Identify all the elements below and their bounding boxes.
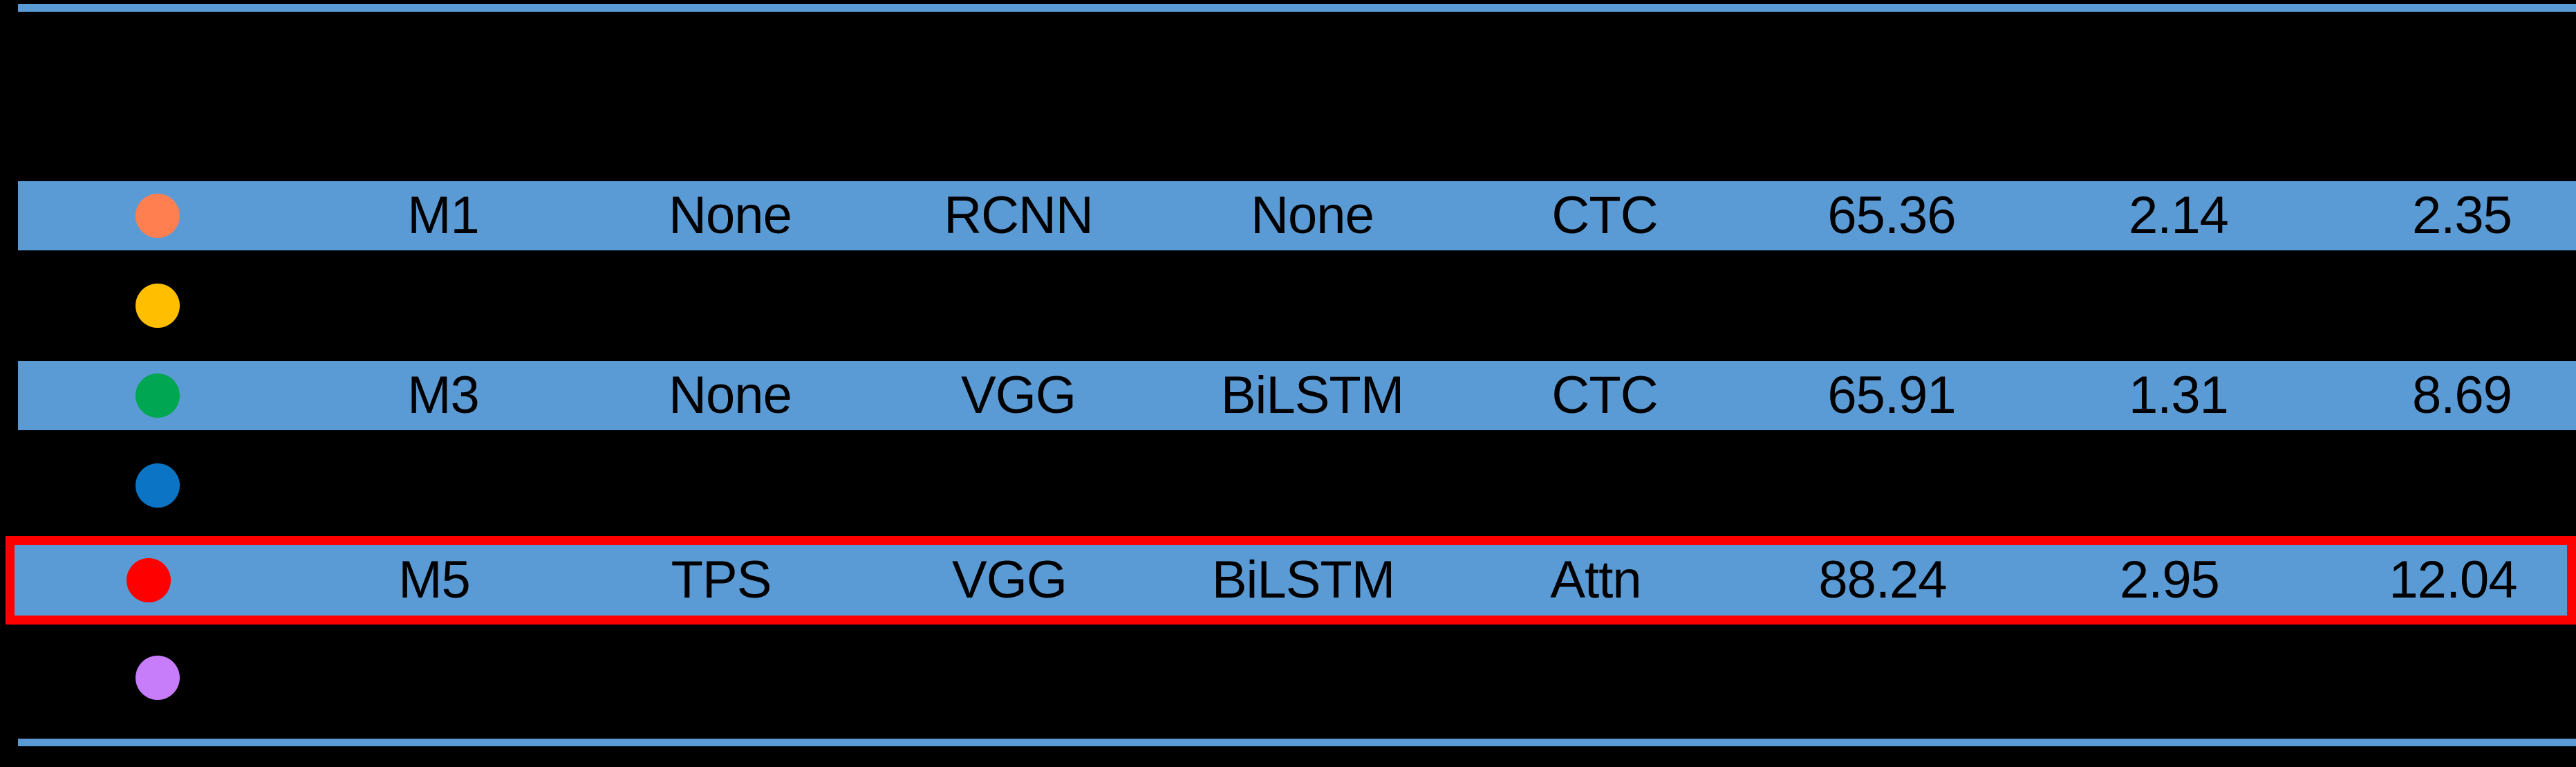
cell-params: 2.35 <box>2412 186 2512 245</box>
marker-yellow-icon <box>136 284 180 328</box>
cell-sequence: BiLSTM <box>1220 366 1404 425</box>
table-row[interactable]: M3 None VGG BiLSTM CTC 65.91 1.31 8.69 <box>18 361 2576 430</box>
table-row-highlighted[interactable]: M5 TPS VGG BiLSTM Attn 88.24 2.95 12.04 <box>6 536 2576 625</box>
table-row[interactable] <box>18 271 2576 340</box>
cell-time: 1.31 <box>2129 366 2229 425</box>
cell-prediction: Attn <box>1550 551 1641 609</box>
cell-params: 12.04 <box>2389 551 2517 609</box>
cell-sequence: BiLSTM <box>1211 551 1395 609</box>
marker-red-icon <box>127 558 171 602</box>
cell-accuracy: 65.36 <box>1827 186 1956 245</box>
top-divider-rule <box>18 4 2576 12</box>
marker-orange-icon <box>136 194 180 238</box>
cell-feature: VGG <box>961 366 1076 425</box>
table-row[interactable] <box>18 643 2576 712</box>
bottom-divider-rule <box>18 739 2576 746</box>
cell-time: 2.95 <box>2120 551 2220 609</box>
cell-accuracy: 88.24 <box>1818 551 1947 609</box>
cell-transformation: None <box>669 186 792 245</box>
marker-blue-icon <box>136 463 180 508</box>
cell-model: M3 <box>407 366 480 425</box>
cell-prediction: CTC <box>1551 366 1658 425</box>
cell-transformation: None <box>669 366 792 425</box>
cell-transformation: TPS <box>671 551 772 609</box>
table-row[interactable]: M1 None RCNN None CTC 65.36 2.14 2.35 <box>18 181 2576 250</box>
cell-sequence: None <box>1251 186 1374 245</box>
table-row[interactable] <box>18 451 2576 520</box>
marker-purple-icon <box>136 656 180 700</box>
cell-model: M5 <box>398 551 471 609</box>
cell-feature: RCNN <box>944 186 1094 245</box>
marker-green-icon <box>136 373 180 418</box>
cell-accuracy: 65.91 <box>1827 366 1956 425</box>
cell-params: 8.69 <box>2412 366 2512 425</box>
cell-time: 2.14 <box>2129 186 2229 245</box>
cell-feature: VGG <box>952 551 1067 609</box>
cell-prediction: CTC <box>1551 186 1658 245</box>
cell-model: M1 <box>407 186 480 245</box>
